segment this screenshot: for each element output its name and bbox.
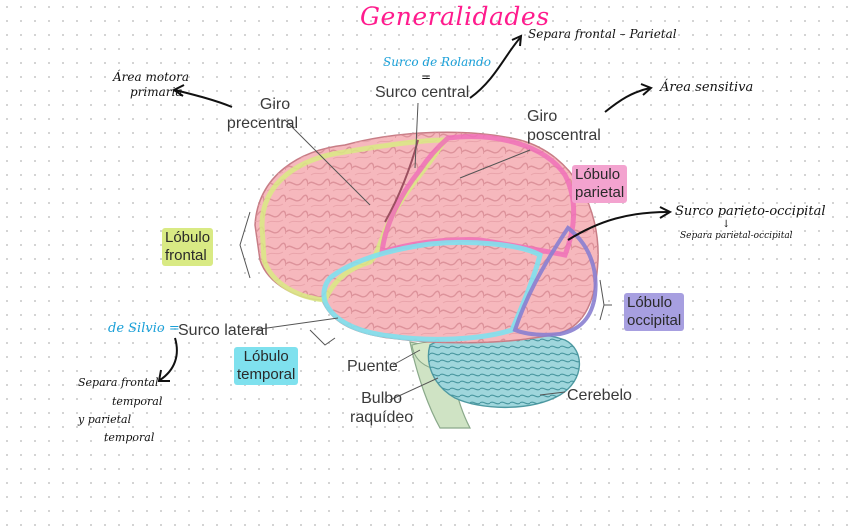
note-rolando: Surco de Rolando (383, 55, 491, 69)
note-equiv-arrow: = (421, 70, 432, 84)
label-text: Lóbulo (575, 166, 621, 183)
label-lobulo-parietal: Lóbulo parietal (572, 165, 628, 203)
note-motor-area-2: primaria (130, 85, 183, 99)
page-title: Generalidades (360, 2, 550, 31)
label-text: temporal (237, 366, 296, 383)
label-giro-precentral: Giro precentral (227, 95, 305, 133)
label-text: Bulbo (361, 390, 403, 407)
label-text: Giro (259, 96, 291, 113)
label-cerebelo: Cerebelo (567, 387, 632, 404)
note-sep-1: Separa frontal (78, 376, 159, 389)
note-arrows (157, 34, 673, 382)
label-text: Lóbulo (243, 348, 289, 365)
note-motor-area-1: Área motora (113, 70, 190, 84)
note-frontal-parietal: Separa frontal – Parietal (528, 27, 677, 41)
label-surco-central: Surco central (375, 84, 470, 101)
label-text: Lóbulo (627, 294, 673, 311)
label-surco-lateral: Surco lateral (178, 322, 268, 339)
note-sep-4: temporal (104, 431, 155, 444)
temporal-lobe-outline (321, 239, 543, 342)
label-lobulo-occipital: Lóbulo occipital (624, 293, 685, 331)
label-text: occipital (627, 312, 682, 329)
label-text: poscentral (527, 127, 601, 144)
label-text: frontal (165, 247, 207, 264)
label-text: precentral (226, 115, 299, 132)
label-lobulo-frontal: Lóbulo frontal (162, 228, 214, 266)
note-sep-2: temporal (112, 395, 163, 408)
note-silvio: de Silvio = (108, 321, 180, 336)
label-text: Giro (527, 108, 558, 125)
occipital-lobe-outline (512, 225, 598, 337)
note-sep-3: y parietal (78, 413, 132, 426)
label-lobulo-temporal: Lóbulo temporal (234, 347, 299, 385)
note-po-arrow: ↓ (722, 219, 731, 230)
label-text: Lóbulo (165, 229, 211, 246)
pointer-lines (239, 102, 612, 401)
label-giro-poscentral: Giro poscentral (527, 107, 601, 145)
label-text: parietal (575, 184, 625, 201)
note-po-sub: Separa parietal-occipital (680, 231, 793, 241)
note-sensory-area: Área sensitiva (660, 80, 754, 95)
label-bulbo-raquideo: Bulbo raquídeo (350, 389, 413, 427)
label-puente: Puente (347, 358, 398, 375)
note-po-sulcus: Surco parieto-occipital (675, 204, 826, 219)
label-text: raquídeo (350, 409, 414, 426)
